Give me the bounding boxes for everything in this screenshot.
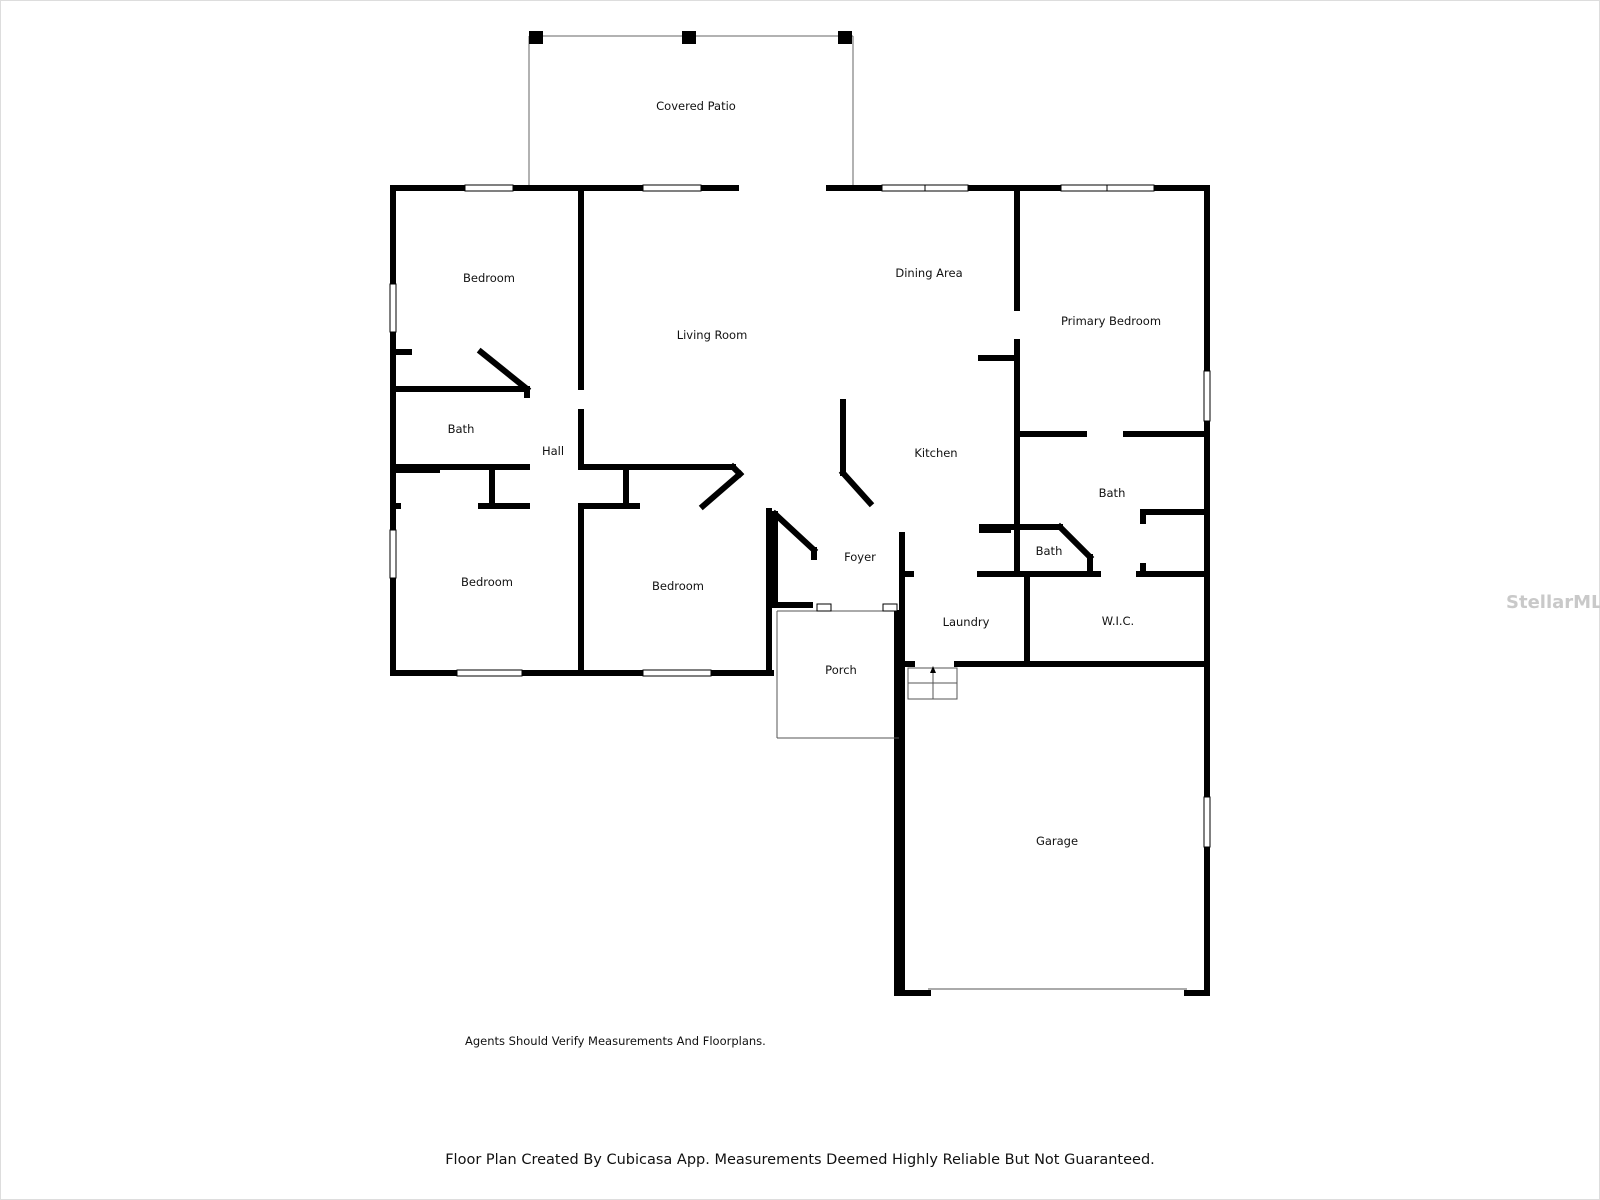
windows (389, 184, 1211, 848)
patio-posts (529, 31, 852, 44)
room-foyer: Foyer (844, 550, 876, 564)
room-wic: W.I.C. (1102, 614, 1134, 628)
room-bath-west: Bath (448, 422, 475, 436)
room-dining-area: Dining Area (895, 266, 962, 280)
room-porch: Porch (825, 663, 857, 677)
walls (390, 185, 1210, 996)
disclaimer-note: Floor Plan Created By Cubicasa App. Meas… (445, 1152, 1155, 1168)
watermark-logo: StellarMLS (1506, 592, 1600, 613)
room-labels: Covered Patio Bedroom Living Room Dining… (448, 99, 1161, 848)
room-kitchen: Kitchen (914, 446, 957, 460)
stair-arrow-icon (930, 666, 936, 673)
room-primary-bedroom: Primary Bedroom (1061, 314, 1161, 328)
room-living-room: Living Room (677, 328, 748, 342)
thin-lines (776, 610, 1187, 990)
room-bedroom-sw: Bedroom (461, 575, 513, 589)
room-hall: Hall (542, 444, 564, 458)
room-bath-small: Bath (1036, 544, 1063, 558)
room-bath-primary: Bath (1099, 486, 1126, 500)
room-bedroom-s: Bedroom (652, 579, 704, 593)
room-covered-patio: Covered Patio (656, 99, 736, 113)
room-bedroom-nw: Bedroom (463, 271, 515, 285)
agents-verify-note: Agents Should Verify Measurements And Fl… (465, 1034, 766, 1048)
room-laundry: Laundry (943, 615, 990, 629)
room-garage: Garage (1036, 834, 1078, 848)
